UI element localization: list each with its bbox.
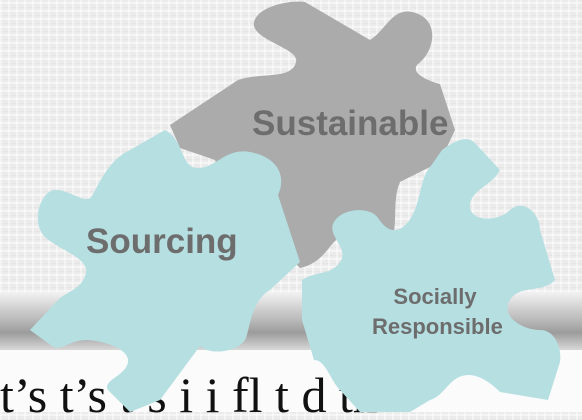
puzzle-piece-sourcing <box>30 130 300 412</box>
label-responsible: Responsible <box>372 314 503 339</box>
puzzle-piece-socially-responsible <box>302 139 561 412</box>
label-sourcing: Sourcing <box>86 222 238 261</box>
label-socially: Socially <box>393 284 477 309</box>
label-sustainable: Sustainable <box>252 104 449 143</box>
label-socially-responsible: Socially Responsible <box>372 282 503 342</box>
